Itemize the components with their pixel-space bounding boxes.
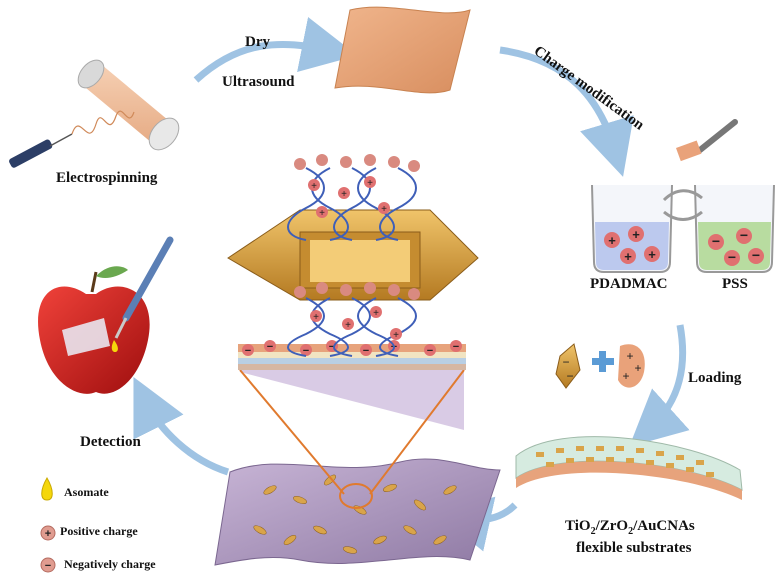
label-ultrasound: Ultrasound (222, 74, 295, 90)
svg-text:+: + (319, 208, 325, 219)
apple (38, 266, 150, 394)
svg-text:−: − (728, 249, 736, 265)
svg-text:−: − (562, 355, 569, 369)
label-pdadmac: PDADMAC (590, 276, 668, 292)
svg-text:+: + (367, 178, 373, 189)
syringe (9, 110, 135, 168)
helix-plus-marks: + + + + + + + + + (308, 176, 402, 341)
collector-roll (77, 59, 180, 151)
label-dry: Dry (245, 34, 270, 50)
svg-text:+: + (311, 181, 317, 192)
label-loading: Loading (688, 370, 742, 386)
svg-text:−: − (752, 247, 760, 263)
beaker-pss: − − − − (694, 184, 775, 273)
loading-icons: +++ −− (555, 343, 645, 389)
svg-text:+: + (373, 308, 379, 319)
svg-text:−: − (267, 341, 273, 353)
flexible-substrate (515, 436, 743, 500)
pipette (111, 236, 174, 352)
legend-negative-charge: Negatively charge (64, 557, 156, 571)
svg-text:−: − (427, 345, 433, 357)
svg-text:−: − (453, 341, 459, 353)
label-electrospinning: Electrospinning (56, 170, 158, 186)
membrane (214, 458, 501, 566)
svg-text:−: − (712, 233, 720, 249)
svg-text:+: + (624, 249, 632, 264)
svg-text:+: + (45, 528, 51, 540)
legend-positive-charge: Positive charge (60, 524, 138, 538)
svg-text:+: + (622, 369, 629, 383)
svg-text:−: − (245, 345, 251, 357)
beaker-pdadmac: + + + + (591, 184, 673, 273)
label-pss: PSS (722, 276, 748, 292)
svg-text:+: + (345, 320, 351, 331)
svg-text:+: + (313, 312, 319, 323)
svg-text:−: − (566, 369, 573, 383)
svg-text:−: − (303, 345, 309, 357)
cycle-arrows (662, 189, 703, 221)
arrow-detection (133, 376, 230, 476)
svg-text:+: + (648, 247, 656, 262)
legend-asomate: Asomate (64, 485, 109, 499)
svg-text:+: + (393, 330, 399, 341)
arrow-loading (629, 324, 690, 447)
helix-charges (294, 154, 420, 300)
legend-icons: + − (40, 477, 56, 573)
label-detection: Detection (80, 434, 141, 450)
zoom-lines (239, 369, 465, 495)
svg-text:−: − (329, 341, 335, 353)
svg-text:+: + (634, 361, 641, 375)
svg-text:−: − (363, 345, 369, 357)
svg-text:+: + (626, 349, 633, 363)
tweezers (676, 119, 738, 162)
arrow-charge-modification (499, 46, 634, 177)
label-substrate-line1: TiO2/ZrO2/AuCNAs (565, 518, 695, 537)
svg-text:−: − (45, 560, 51, 572)
fiber-mat (334, 6, 471, 94)
arrow-dry (193, 17, 358, 83)
gold-nanostructure (227, 209, 479, 301)
svg-text:+: + (608, 233, 616, 248)
svg-text:+: + (381, 204, 387, 215)
svg-text:−: − (740, 227, 748, 243)
label-substrate-line2: flexible substrates (576, 540, 692, 556)
svg-text:+: + (341, 189, 347, 200)
svg-text:+: + (632, 227, 640, 242)
